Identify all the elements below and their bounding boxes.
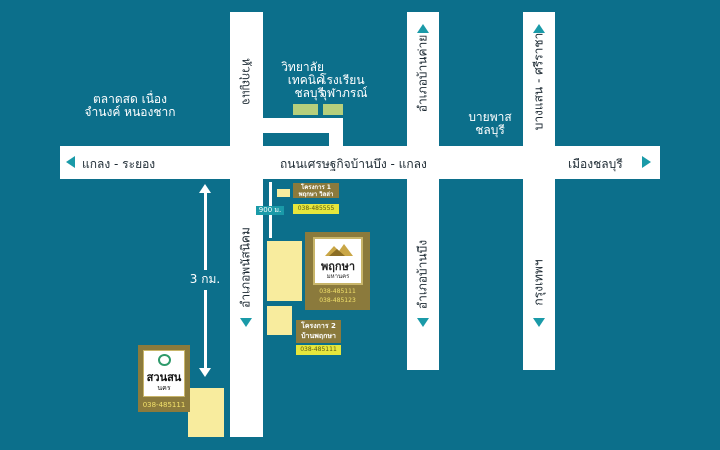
road-3 — [523, 12, 555, 370]
arrow-up-icon — [199, 184, 211, 193]
market-label: ตลาดสด เนื่องจำนงค์ หนองชาก — [84, 92, 176, 119]
road1-north-label: หัวกุญแจ — [239, 58, 254, 105]
road-1 — [230, 12, 263, 437]
project2-phone: 038-485111 — [296, 345, 341, 355]
arrow-south-icon — [417, 318, 429, 327]
main-road — [60, 146, 660, 179]
apple-logo-icon — [158, 354, 171, 366]
project1-tag[interactable]: โครงการ 1 พฤกษา วิลล่า — [293, 183, 339, 198]
arrow-north-icon — [417, 24, 429, 33]
distance-line-3km — [204, 290, 207, 370]
mountain-logo-icon — [325, 244, 353, 256]
road3-south-label: กรุงเทพฯ — [531, 259, 546, 306]
college-label: วิทยาลัย เทคนิค ชลบุรี — [281, 60, 324, 100]
road1-south-label: อำเภอพนัสนิคม — [238, 227, 253, 308]
main-road-label: ถนนเศรษฐกิจบ้านบึง - แกลง — [280, 157, 427, 171]
bypass-label: บายพาส ชลบุรี — [468, 110, 512, 137]
main-project-plot — [267, 241, 302, 301]
west-label: แกลง - ระยอง — [82, 157, 156, 171]
arrow-south-icon — [533, 318, 545, 327]
project2-title: โครงการ 2 — [301, 322, 336, 330]
arrow-east-icon — [642, 156, 651, 168]
school-marker — [323, 104, 343, 115]
road-2 — [407, 12, 439, 370]
distance-3km-label: 3 กม. — [189, 272, 221, 286]
project2-plot — [267, 306, 292, 335]
east-label: เมืองชลบุรี — [568, 157, 623, 171]
suanson-card[interactable]: สวนสน นคร 038-485111 — [138, 345, 190, 412]
road2-north-label: อำเภอบ้านค่าย — [415, 34, 430, 113]
side-road — [263, 118, 343, 133]
side-road-2 — [329, 118, 343, 146]
project2-tag[interactable]: โครงการ 2 บ้านพฤกษา — [296, 320, 341, 343]
main-brand: พฤกษา — [321, 260, 355, 273]
arrow-north-icon — [533, 24, 545, 33]
project2-name: บ้านพฤกษา — [301, 332, 336, 340]
road2-south-label: อำเภอบ้านบึง — [415, 239, 430, 310]
suanson-phone: 038-485111 — [142, 401, 186, 409]
project1-phone: 038-485555 — [293, 204, 339, 214]
road3-north-label: บางแสน - ศรีราชา — [531, 32, 546, 131]
main-phone-2: 038-485123 — [319, 297, 356, 304]
arrow-down-icon — [199, 368, 211, 377]
main-project-logo: พฤกษา มหานคร — [313, 237, 363, 285]
project1-plot — [277, 189, 290, 197]
main-project-card[interactable]: พฤกษา มหานคร 038-485111 038-485123 — [305, 232, 370, 310]
distance-line-3km — [204, 190, 207, 270]
main-phone-1: 038-485111 — [319, 288, 356, 295]
arrow-west-icon — [66, 156, 75, 168]
arrow-south-icon — [240, 318, 252, 327]
suanson-plot — [188, 388, 224, 437]
school-label: โรงเรียน จุฬาภรณ์ — [320, 73, 368, 100]
college-marker — [293, 104, 318, 115]
suanson-sub: นคร — [157, 384, 171, 392]
suanson-logo: สวนสน นคร — [143, 350, 185, 397]
project1-name: พฤกษา วิลล่า — [298, 191, 334, 198]
main-brand-sub: มหานคร — [326, 273, 350, 280]
suanson-brand: สวนสน — [146, 371, 182, 384]
distance-900m-label: 900 ม. — [256, 206, 284, 215]
project1-title: โครงการ 1 — [301, 184, 331, 191]
